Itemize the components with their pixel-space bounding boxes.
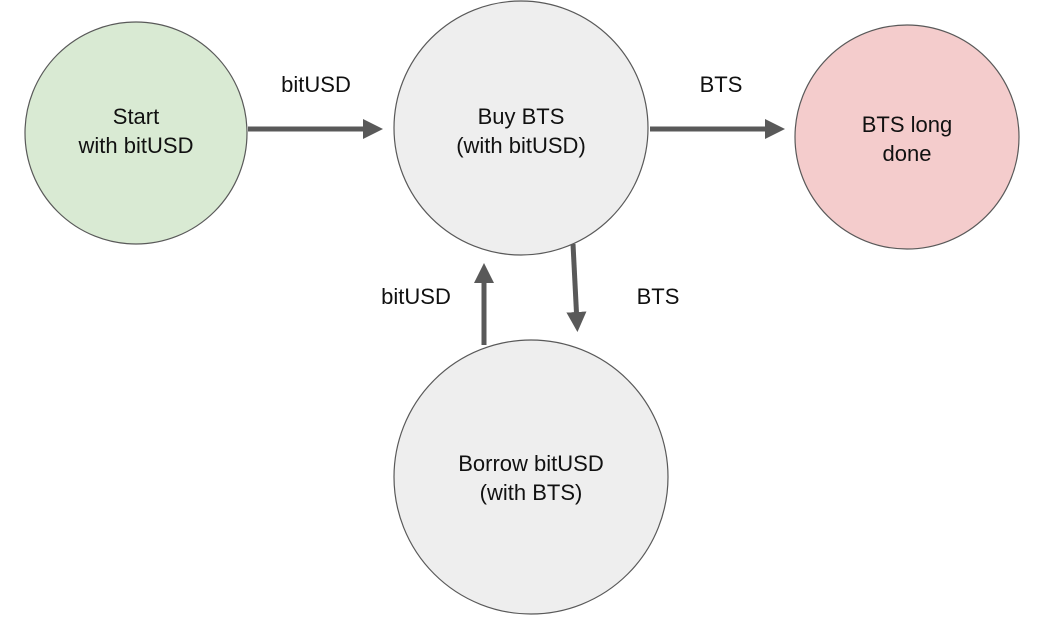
edge-buy-to-borrow <box>566 243 587 332</box>
edge-label-buy-to-done: BTS <box>700 72 743 97</box>
node-bts-long-done: BTS long done <box>794 24 1020 250</box>
node-buy-bts-circle <box>393 0 649 256</box>
node-borrow-bitusd: Borrow bitUSD (with BTS) <box>393 339 669 615</box>
node-bts-long-done-label-line1: BTS long <box>862 112 953 137</box>
node-start-label-line2: with bitUSD <box>78 133 194 158</box>
node-buy-bts-label-line1: Buy BTS <box>478 104 565 129</box>
node-start-label-line1: Start <box>113 104 159 129</box>
node-bts-long-done-circle <box>794 24 1020 250</box>
node-borrow-bitusd-label-line1: Borrow bitUSD <box>458 451 603 476</box>
node-buy-bts-label-line2: (with bitUSD) <box>456 133 586 158</box>
node-start-circle <box>24 21 248 245</box>
node-borrow-bitusd-label-line2: (with BTS) <box>480 480 583 505</box>
edge-label-borrow-to-buy: bitUSD <box>381 284 451 309</box>
edge-label-buy-to-borrow: BTS <box>637 284 680 309</box>
node-bts-long-done-label-line2: done <box>883 141 932 166</box>
edge-label-start-to-buy: bitUSD <box>281 72 351 97</box>
node-start: Start with bitUSD <box>24 21 248 245</box>
node-borrow-bitusd-circle <box>393 339 669 615</box>
arrow-buy-to-borrow <box>566 243 587 332</box>
node-buy-bts: Buy BTS (with bitUSD) <box>393 0 649 256</box>
